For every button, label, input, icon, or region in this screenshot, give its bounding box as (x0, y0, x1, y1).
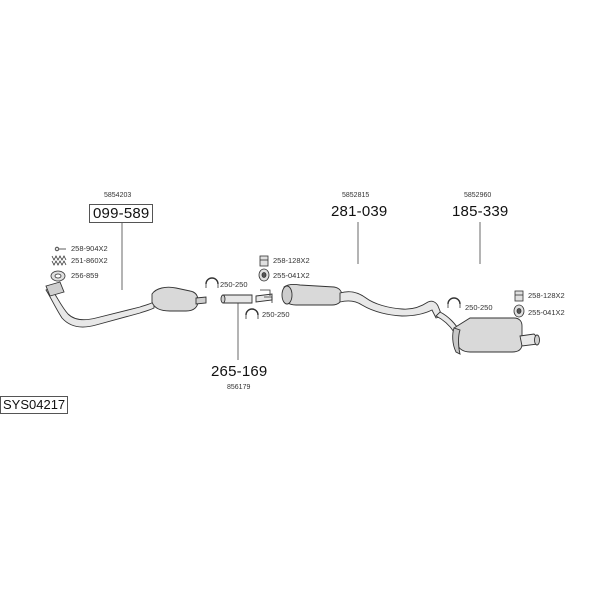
converter-outlet (195, 296, 207, 305)
middle-tail-pipe (339, 291, 443, 319)
rear-ref-number: 5852960 (464, 192, 492, 199)
mid-clamp-top-label: 250-250 (220, 280, 248, 289)
middle-silencer-end (281, 285, 293, 305)
rear-silencer-body (453, 317, 523, 353)
front-hardware (50, 246, 67, 282)
intermediate-pipe (220, 294, 253, 304)
rear-hardware (447, 290, 525, 318)
rear-part-number[interactable]: 185-339 (452, 203, 509, 220)
front-bolt-label: 258-904X2 (71, 244, 108, 253)
bracket-icon (259, 255, 269, 267)
clamp-icon (205, 277, 219, 288)
rear-clamp-label: 250-250 (465, 303, 493, 312)
front-ref-number: 5854203 (104, 192, 132, 199)
middle-hardware (205, 255, 273, 319)
front-flange (45, 281, 65, 297)
front-spring-label: 251-860X2 (71, 256, 108, 265)
mid-rubber-label: 255-041X2 (273, 271, 310, 280)
rear-bracket-label: 258-128X2 (528, 291, 565, 300)
middle-bottom-ref-number: 856179 (227, 384, 251, 391)
front-part-number[interactable]: 099-589 (89, 204, 154, 223)
rubber-mount-icon (513, 304, 525, 318)
rear-tail-end (534, 334, 540, 346)
front-pipe-assembly (45, 281, 207, 328)
gasket-icon (50, 270, 66, 282)
rear-silencer-side (452, 327, 461, 355)
spring-icon (51, 255, 67, 266)
catalytic-converter (151, 286, 199, 312)
leader-lines (121, 222, 481, 360)
clamp-icon (245, 308, 259, 319)
front-gasket-label: 256-859 (71, 271, 99, 280)
short-pipe (222, 294, 253, 304)
front-downpipe (45, 287, 155, 328)
short-pipe-end (220, 294, 226, 304)
bracket-icon (514, 290, 524, 302)
mid-clamp-bottom-label: 250-250 (262, 310, 290, 319)
hanger-icon (260, 289, 273, 303)
middle-silencer (283, 283, 343, 306)
middle-silencer-assembly (255, 283, 443, 319)
rear-rubber-label: 255-041X2 (528, 308, 565, 317)
middle-bottom-part-number[interactable]: 265-169 (211, 363, 268, 380)
system-code-label: SYS04217 (0, 396, 69, 414)
rear-silencer-assembly (435, 311, 540, 355)
clamp-icon (447, 297, 461, 308)
middle-part-number[interactable]: 281-039 (331, 203, 388, 220)
mid-bracket-label: 258-128X2 (273, 256, 310, 265)
middle-ref-number: 5852815 (342, 192, 370, 199)
rubber-mount-icon (258, 268, 270, 282)
bolt-icon (54, 246, 66, 252)
